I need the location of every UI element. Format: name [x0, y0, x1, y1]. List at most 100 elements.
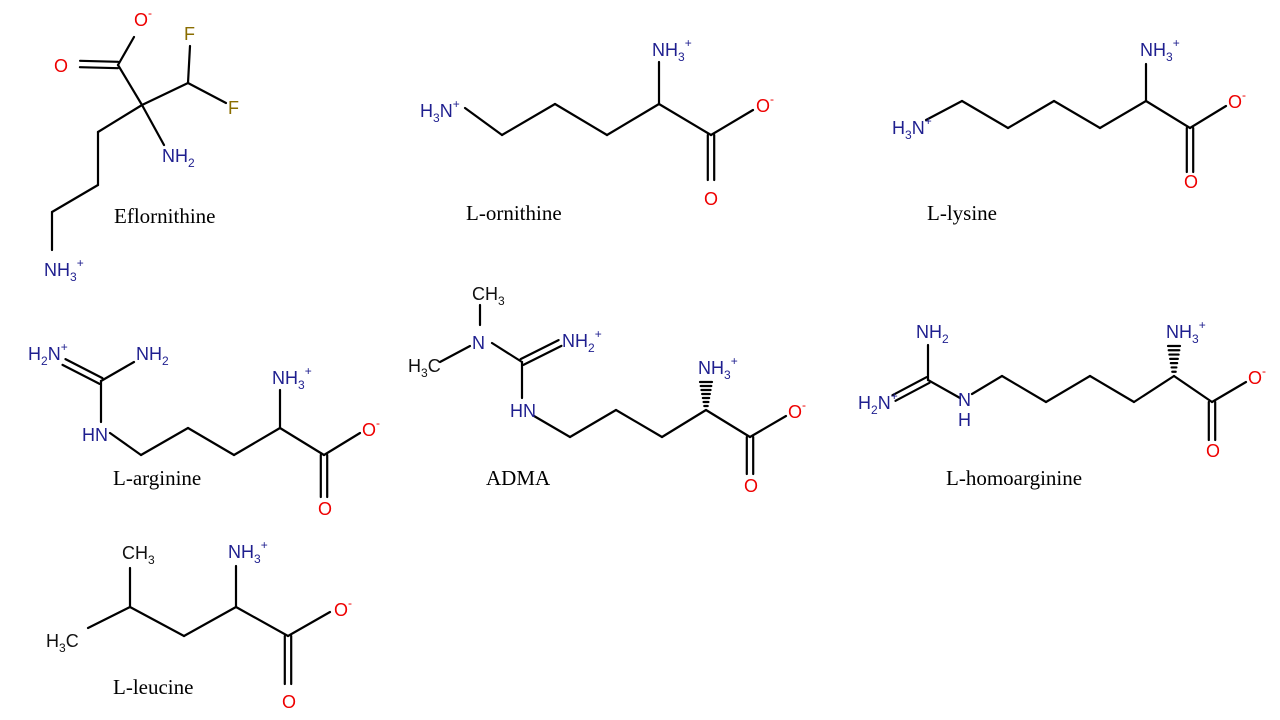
lysine-bond [1006, 99, 1056, 130]
arginine-nh2: NH2 [136, 344, 169, 368]
adma-bond [522, 344, 563, 366]
adma-ch3-top: CH3 [472, 284, 505, 308]
arginine-bond [232, 426, 282, 457]
homoarginine-bond [1132, 374, 1176, 404]
eflornithine-o: O [54, 56, 68, 76]
adma-h3c: H3C [408, 356, 441, 380]
homoarginine-nh3: NH3+ [1166, 318, 1206, 346]
leucine-h3c: H3C [46, 631, 79, 655]
adma-bond [519, 339, 560, 361]
eflornithine-bond [186, 44, 192, 85]
ornithine-bond [553, 102, 609, 137]
arginine-bond [108, 431, 143, 457]
caption-l-arginine: L-arginine [113, 466, 201, 490]
eflornithine-bond [78, 59, 120, 63]
adma-bond [660, 408, 708, 439]
leucine-o-minus: O- [334, 596, 352, 620]
lysine-bond [1098, 99, 1148, 130]
arginine-hn: HN [82, 425, 108, 445]
ornithine-o: O [704, 189, 718, 209]
caption-l-lysine: L-lysine [927, 201, 997, 225]
ornithine-o-minus: O- [756, 92, 774, 116]
leucine-o: O [282, 692, 296, 712]
eflornithine-nh2: NH2 [162, 146, 195, 170]
leucine-bond [286, 610, 332, 638]
arginine-bond [99, 360, 136, 383]
caption-l-ornithine: L-ornithine [466, 201, 562, 225]
homoarginine-nh-h: H [958, 410, 971, 430]
leucine-nh3: NH3+ [228, 538, 268, 566]
eflornithine-bond [116, 35, 136, 67]
arginine-bond [278, 426, 326, 457]
eflornithine-bond [140, 81, 190, 107]
adma-o-minus: O- [788, 398, 806, 422]
lysine-bond [1052, 99, 1102, 130]
eflornithine-o-minus: O- [134, 6, 152, 30]
eflornithine-bond [186, 81, 228, 105]
homoarginine-o: O [1206, 441, 1220, 461]
homoarginine-bond [1172, 374, 1214, 404]
leucine-bond [86, 605, 132, 630]
homoarginine-h2n-plus: H2N+ [858, 389, 898, 417]
adma-bond [532, 414, 572, 439]
homoarginine-bond [926, 378, 962, 400]
eflornithine-nh3: NH3+ [44, 256, 84, 284]
adma-bond [490, 341, 524, 364]
eflornithine-bond [50, 183, 100, 214]
caption-l-homoarginine: L-homoarginine [946, 466, 1082, 490]
homoarginine-nh2: NH2 [916, 322, 949, 346]
homoarginine-bond [1000, 374, 1048, 404]
ornithine-bond [605, 102, 661, 137]
adma-nh2-plus: NH2+ [562, 327, 602, 355]
homoarginine-bond [1210, 380, 1248, 404]
adma-o: O [744, 476, 758, 496]
ornithine-bond [463, 106, 504, 137]
lysine-nh3: NH3+ [1140, 36, 1180, 64]
lysine-bond [924, 99, 964, 122]
arginine-o-minus: O- [362, 416, 380, 440]
ornithine-bond [500, 102, 557, 137]
leucine-bond [182, 605, 238, 638]
homoarginine-n: N [958, 390, 971, 410]
homoarginine-bond [1088, 374, 1136, 404]
lysine-o: O [1184, 172, 1198, 192]
ornithine-bond [657, 102, 713, 137]
eflornithine-bond [116, 63, 144, 107]
homoarginine-stereo-bond [1166, 344, 1182, 373]
caption-eflornithine: Eflornithine [114, 204, 215, 228]
ornithine-h3n: H3N+ [420, 97, 460, 125]
adma-bond [614, 408, 664, 439]
ornithine-nh3: NH3+ [652, 36, 692, 64]
homoarginine-bond [891, 376, 928, 397]
ornithine-bond [709, 108, 755, 137]
caption-admma: ADMA [486, 466, 551, 490]
arginine-o: O [318, 499, 332, 519]
leucine-bond [128, 605, 186, 638]
homoarginine-bond [970, 374, 1004, 396]
homoarginine-o-minus: O- [1248, 364, 1266, 388]
lysine-bond [960, 99, 1010, 130]
arginine-bond [64, 358, 104, 380]
arginine-bond [139, 426, 190, 457]
lysine-bond [1188, 104, 1228, 130]
adma-nh3: NH3+ [698, 354, 738, 382]
bond-layer [50, 35, 1248, 686]
arginine-bond [186, 426, 236, 457]
adma-bond [748, 414, 788, 439]
adma-n: N [472, 333, 485, 353]
leucine-bond [234, 605, 290, 638]
arginine-bond [61, 363, 101, 385]
lysine-h3n: H3N+ [892, 114, 932, 142]
homoarginine-bond [1044, 374, 1092, 404]
caption-l-leucine: L-leucine [113, 675, 193, 699]
arginine-nh3: NH3+ [272, 364, 312, 392]
arginine-h2n-plus: H2N+ [28, 340, 68, 368]
lysine-o-minus: O- [1228, 88, 1246, 112]
eflornithine-f1: F [184, 24, 195, 44]
homoarginine-bond [894, 381, 931, 402]
adma-hn: HN [510, 401, 536, 421]
lysine-bond [1144, 99, 1192, 130]
eflornithine-f2: F [228, 98, 239, 118]
adma-stereo-bond [698, 380, 714, 408]
